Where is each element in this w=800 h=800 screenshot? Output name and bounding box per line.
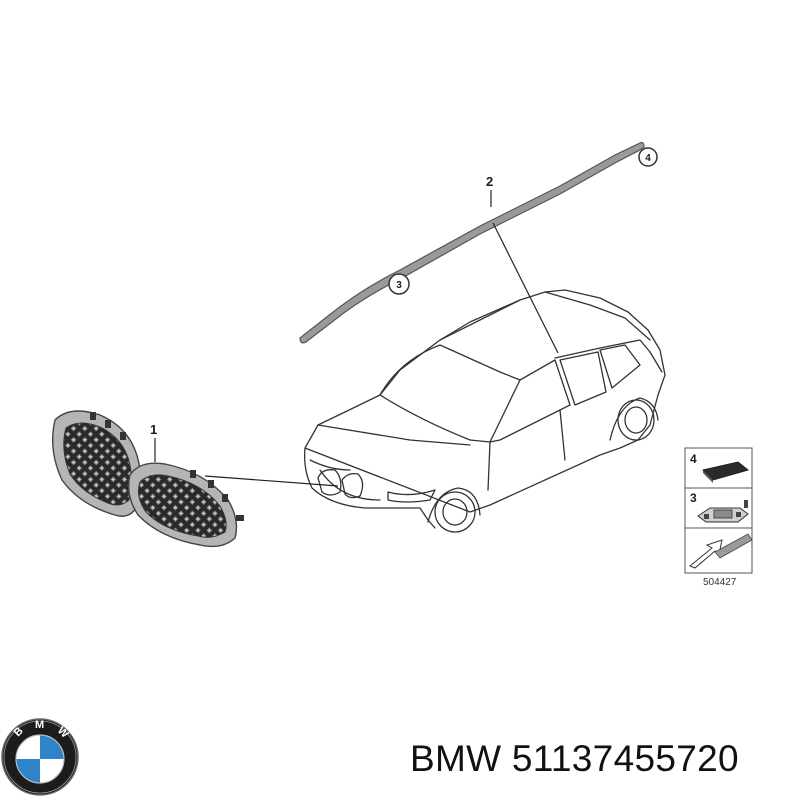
callout-4-label: 4	[645, 153, 651, 164]
legend-item-3-label: 3	[690, 491, 697, 505]
svg-text:M: M	[35, 719, 44, 731]
callout-3-circle: 3	[388, 273, 410, 295]
legend-box: 4 3	[684, 447, 753, 574]
trim-arrow-icon	[689, 533, 753, 569]
car-outline	[304, 289, 666, 533]
callout-1-leader	[204, 475, 339, 487]
adhesive-pad-icon	[702, 461, 750, 481]
bmw-logo: B M W	[1, 718, 79, 796]
brand-name: BMW	[410, 738, 502, 779]
kidney-grille	[52, 410, 244, 548]
callout-3-label: 3	[396, 280, 402, 291]
callout-4-circle: 4	[638, 147, 658, 167]
legend-item-4-label: 4	[690, 452, 697, 466]
part-number: 51137455720	[511, 738, 739, 779]
clip-icon	[697, 500, 749, 523]
callout-2-label: 2	[486, 174, 493, 189]
reference-number: 504427	[703, 577, 737, 588]
callout-1-label: 1	[150, 422, 157, 437]
roof-trim-strip	[299, 141, 645, 344]
part-caption: BMW 51137455720	[410, 738, 795, 788]
callout-2-leader	[492, 222, 559, 354]
